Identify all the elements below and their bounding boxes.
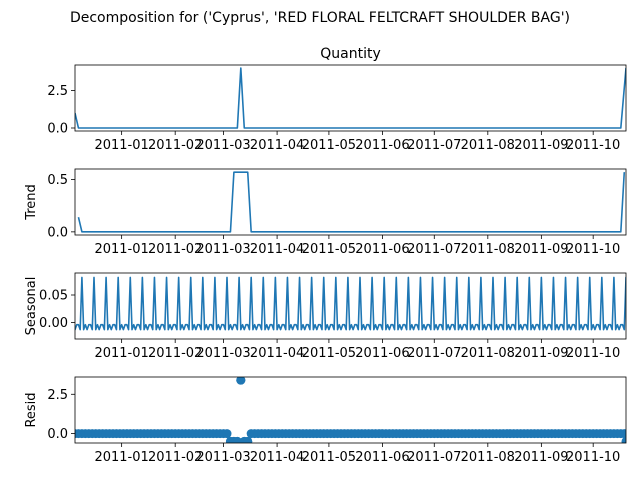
- y-tick-label: 0.0: [47, 225, 68, 240]
- x-tick-label: 2011-01: [94, 242, 148, 257]
- resid-point: [222, 429, 232, 439]
- x-tick-label: 2011-06: [355, 138, 409, 153]
- x-tick-label: 2011-10: [566, 346, 620, 361]
- panel-data: [75, 67, 626, 129]
- series-line: [75, 276, 626, 331]
- resid-point: [243, 436, 253, 443]
- x-tick-label: 2011-09: [514, 346, 568, 361]
- x-tick-label: 2011-08: [461, 450, 515, 465]
- axes-frame: [74, 376, 627, 444]
- x-tick-label: 2011-03: [196, 450, 250, 465]
- x-tick-label: 2011-05: [302, 138, 356, 153]
- y-tick-label: 0.0: [47, 427, 68, 442]
- x-tick-label: 2011-08: [461, 138, 515, 153]
- x-tick-label: 2011-10: [566, 242, 620, 257]
- x-tick-label: 2011-07: [407, 242, 461, 257]
- x-tick-label: 2011-01: [94, 346, 148, 361]
- x-tick-label: 2011-09: [514, 450, 568, 465]
- x-tick-label: 2011-04: [250, 450, 304, 465]
- panel-data: [77, 171, 626, 233]
- x-tick-label: 2011-01: [94, 138, 148, 153]
- y-tick-label: 0.0: [47, 122, 68, 137]
- panel-ylabel: Trend: [24, 184, 39, 221]
- figure-suptitle: Decomposition for ('Cyprus', 'RED FLORAL…: [70, 10, 570, 26]
- x-tick-label: 2011-05: [302, 450, 356, 465]
- y-tick-label: 0.00: [39, 316, 68, 331]
- axes-frame: [74, 168, 627, 236]
- x-tick-label: 2011-07: [407, 138, 461, 153]
- x-tick-label: 2011-09: [514, 242, 568, 257]
- x-tick-label: 2011-03: [196, 138, 250, 153]
- x-tick-label: 2011-02: [148, 138, 202, 153]
- x-tick-label: 2011-07: [407, 346, 461, 361]
- resid-point: [236, 377, 246, 385]
- x-tick-label: 2011-05: [302, 346, 356, 361]
- panel-ylabel: Resid: [24, 392, 39, 427]
- x-tick-label: 2011-05: [302, 242, 356, 257]
- x-tick-label: 2011-02: [148, 242, 202, 257]
- y-tick-label: 2.5: [47, 388, 68, 403]
- x-tick-label: 2011-06: [355, 450, 409, 465]
- x-tick-label: 2011-06: [355, 242, 409, 257]
- panel-data: [75, 276, 626, 331]
- x-tick-label: 2011-07: [407, 450, 461, 465]
- panel-ylabel: Seasonal: [24, 277, 39, 336]
- series-line: [77, 171, 626, 233]
- y-tick-label: 0.05: [39, 289, 68, 304]
- y-tick-label: 2.5: [47, 84, 68, 99]
- x-tick-label: 2011-04: [250, 242, 304, 257]
- x-tick-label: 2011-04: [250, 346, 304, 361]
- x-tick-label: 2011-09: [514, 138, 568, 153]
- resid-point: [621, 436, 626, 443]
- x-tick-label: 2011-10: [566, 450, 620, 465]
- x-tick-label: 2011-10: [566, 138, 620, 153]
- x-tick-label: 2011-02: [148, 450, 202, 465]
- x-tick-label: 2011-08: [461, 242, 515, 257]
- panel-data: [75, 377, 626, 443]
- resid-point: [232, 436, 242, 443]
- x-tick-label: 2011-03: [196, 346, 250, 361]
- x-tick-label: 2011-01: [94, 450, 148, 465]
- series-line: [75, 67, 626, 129]
- resid-point: [619, 429, 626, 439]
- axes-frame: [74, 64, 627, 132]
- axes-frame: [74, 272, 627, 340]
- y-tick-label: 0.5: [47, 173, 68, 188]
- x-tick-label: 2011-04: [250, 138, 304, 153]
- x-tick-label: 2011-03: [196, 242, 250, 257]
- panel-title: Quantity: [320, 46, 381, 62]
- x-tick-label: 2011-06: [355, 346, 409, 361]
- x-tick-label: 2011-02: [148, 346, 202, 361]
- x-tick-label: 2011-08: [461, 346, 515, 361]
